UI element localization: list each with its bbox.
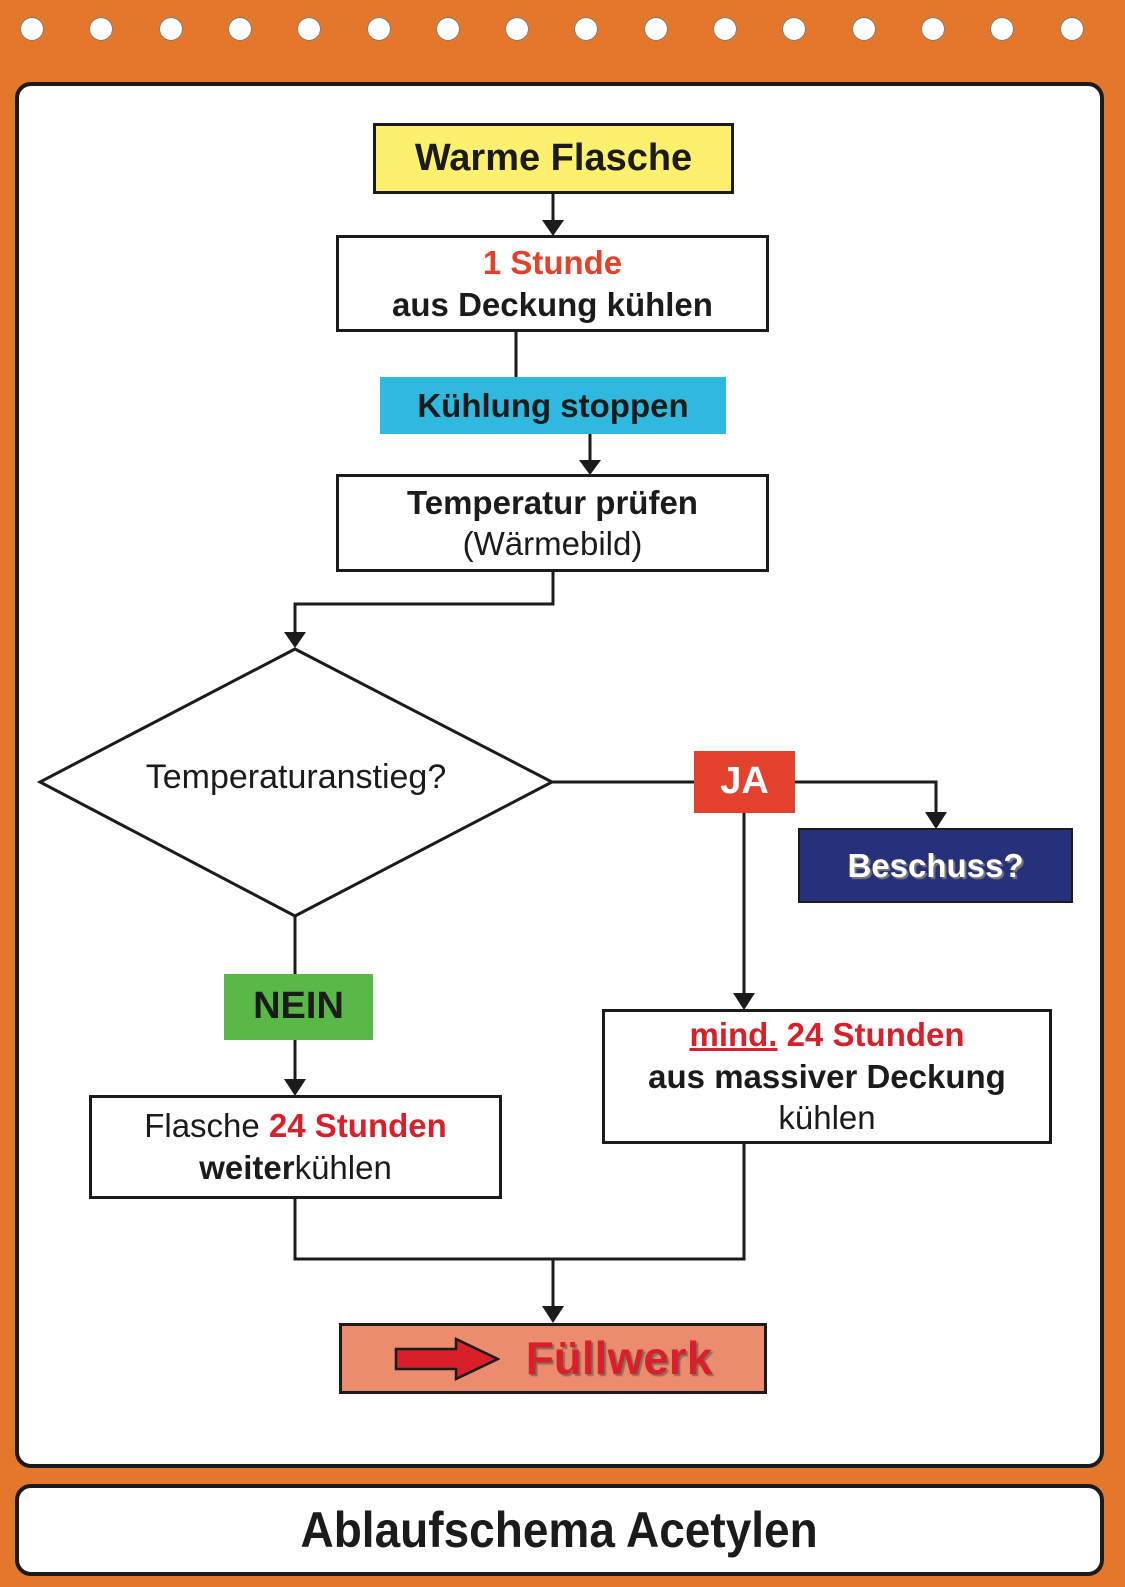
binder-hole bbox=[89, 17, 114, 41]
bombardment-label: Beschuss? bbox=[847, 846, 1024, 884]
arrowhead bbox=[579, 460, 601, 475]
no-action-time: 24 Stunden bbox=[268, 1107, 447, 1145]
cool-one-hour-node: 1 Stunde aus Deckung kühlen bbox=[336, 235, 769, 332]
bombardment-node: Beschuss? bbox=[798, 828, 1073, 903]
arrowhead bbox=[733, 993, 755, 1010]
binder-hole bbox=[505, 17, 530, 41]
yes-action-node: mind. 24 Stunden aus massiver Deckung kü… bbox=[602, 1009, 1052, 1144]
yes-action-prefix: mind. bbox=[689, 1015, 778, 1053]
binder-hole bbox=[643, 17, 668, 41]
binder-hole bbox=[227, 17, 252, 41]
page-title: Ablaufschema Acetylen bbox=[300, 1502, 819, 1558]
decision-question: Temperaturanstieg? bbox=[145, 758, 447, 796]
binder-hole bbox=[574, 17, 599, 41]
binder-hole bbox=[366, 17, 391, 41]
binder-hole bbox=[920, 17, 945, 41]
check-temperature-title: Temperatur prüfen bbox=[407, 483, 698, 521]
no-action-prefix: Flasche bbox=[144, 1107, 260, 1145]
start-label: Warme Flasche bbox=[414, 136, 693, 179]
check-temperature-node: Temperatur prüfen (Wärmebild) bbox=[336, 474, 769, 572]
stop-cooling-node: Kühlung stoppen bbox=[380, 377, 726, 434]
arrowhead bbox=[284, 632, 306, 648]
no-label: NEIN bbox=[224, 974, 373, 1040]
arrow-right-icon bbox=[394, 1336, 500, 1381]
cool-one-hour-time: 1 Stunde bbox=[482, 244, 623, 282]
binder-hole bbox=[20, 17, 44, 41]
connector-ja-to-beschuss bbox=[794, 780, 938, 812]
binder-hole bbox=[782, 17, 807, 41]
yes-label-text: JA bbox=[720, 760, 769, 803]
binder-hole bbox=[990, 17, 1015, 41]
binder-hole bbox=[1059, 17, 1084, 41]
cool-one-hour-text: aus Deckung kühlen bbox=[392, 285, 713, 323]
arrowhead bbox=[542, 220, 564, 236]
arrowhead bbox=[542, 1306, 564, 1323]
end-node: Füllwerk bbox=[339, 1323, 767, 1394]
binder-hole bbox=[158, 17, 183, 41]
connector-check-to-decision bbox=[293, 571, 555, 632]
no-action-bold: weiter bbox=[199, 1149, 295, 1186]
start-node: Warme Flasche bbox=[373, 123, 734, 194]
stop-cooling-label: Kühlung stoppen bbox=[417, 386, 689, 424]
end-label: Füllwerk bbox=[525, 1331, 713, 1384]
check-temperature-subtitle: (Wärmebild) bbox=[462, 525, 643, 562]
yes-action-line2: aus massiver Deckung bbox=[648, 1057, 1006, 1095]
arrowhead bbox=[925, 812, 947, 829]
no-label-text: NEIN bbox=[253, 985, 344, 1028]
binder-hole bbox=[713, 17, 737, 41]
yes-action-time: 24 Stunden bbox=[786, 1015, 965, 1053]
connector-merge bbox=[293, 1142, 746, 1261]
binder-hole bbox=[297, 17, 322, 41]
yes-action-line3: kühlen bbox=[778, 1099, 876, 1137]
binder-hole bbox=[435, 17, 460, 41]
yes-label: JA bbox=[694, 751, 795, 813]
arrowhead bbox=[284, 1079, 306, 1096]
binder-hole bbox=[851, 17, 876, 41]
footer-title-box: Ablaufschema Acetylen bbox=[15, 1484, 1104, 1576]
no-action-node: Flasche 24 Stunden weiterkühlen bbox=[89, 1095, 502, 1199]
no-action-rest: kühlen bbox=[294, 1149, 392, 1186]
